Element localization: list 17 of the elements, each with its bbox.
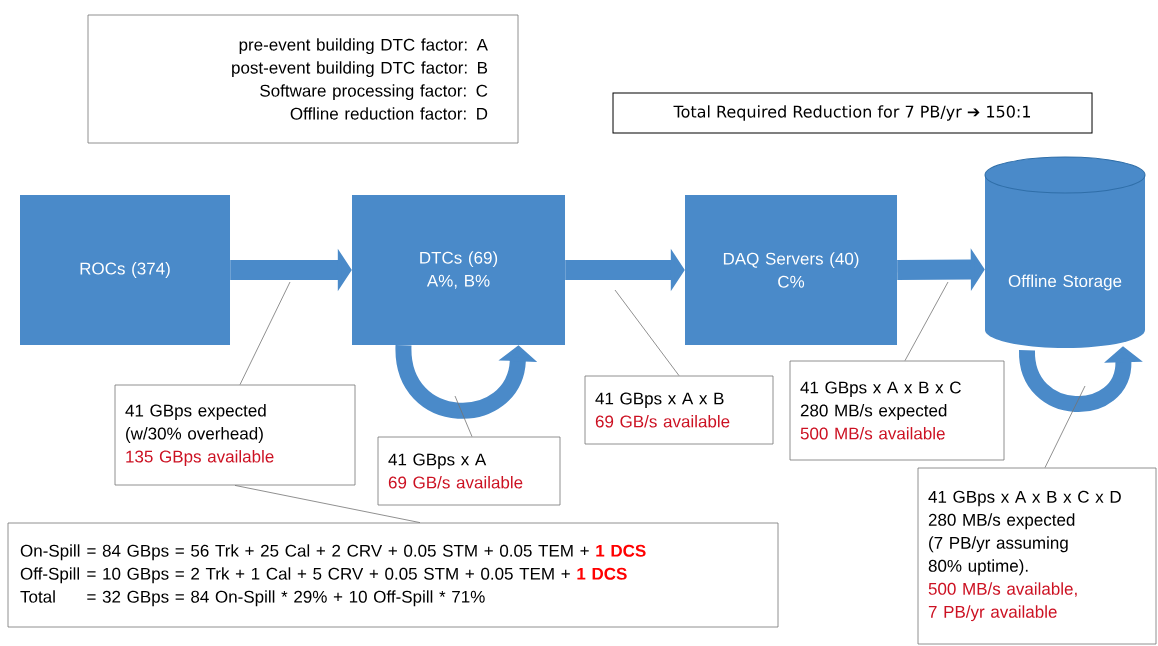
annotation-box: 41 GBps expected (w/30% overhead) 135 GBps available bbox=[114, 384, 356, 486]
leader-line bbox=[454, 395, 473, 437]
factor-list-box: pre-event building DTC factor: A post-event building DTC factor: B Software processing factor: C Offline reduction factor: D bbox=[87, 14, 519, 144]
leader-line bbox=[239, 281, 291, 385]
leader-line bbox=[1044, 385, 1086, 468]
summary-box: Total Required Reduction for 7 PB/yr ➔ 150:1 bbox=[612, 92, 1093, 134]
annotation-box: 41 GBps x A x B x C x D 280 MB/s expected (7 PB/yr assuming 80% uptime). 500 MB/s available, 7 PB/yr available bbox=[917, 467, 1157, 645]
process-box: DTCs (69) A%, B% bbox=[352, 195, 565, 345]
leader-line bbox=[904, 281, 949, 361]
annotation-box: 41 GBps x A x B 69 GB/s available bbox=[584, 375, 774, 445]
annotation-box: 41 GBps x A 69 GB/s available bbox=[377, 436, 561, 506]
annotation-box: 41 GBps x A x B x C 280 MB/s expected 500 MB/s available bbox=[789, 360, 1005, 461]
process-box: DAQ Servers (40) C% bbox=[685, 195, 897, 345]
leader-line bbox=[614, 289, 680, 376]
process-box: ROCs (374) bbox=[20, 195, 230, 345]
rate-table-box: On-Spill = 84 GBps = 56 Trk + 25 Cal + 2 CRV + 0.05 STM + 0.05 TEM + 1 DCS Off-Spill = 10 GBps = 2 Trk + 1 Cal + 5 CRV + 0.05 STM + 0.05 TEM + 1 DCS Total = 32 GBps = 84 On-Spill * 29% + 10 Off-Spill * 71% bbox=[7, 522, 779, 628]
storage-cylinder: Offline Storage bbox=[984, 156, 1146, 348]
